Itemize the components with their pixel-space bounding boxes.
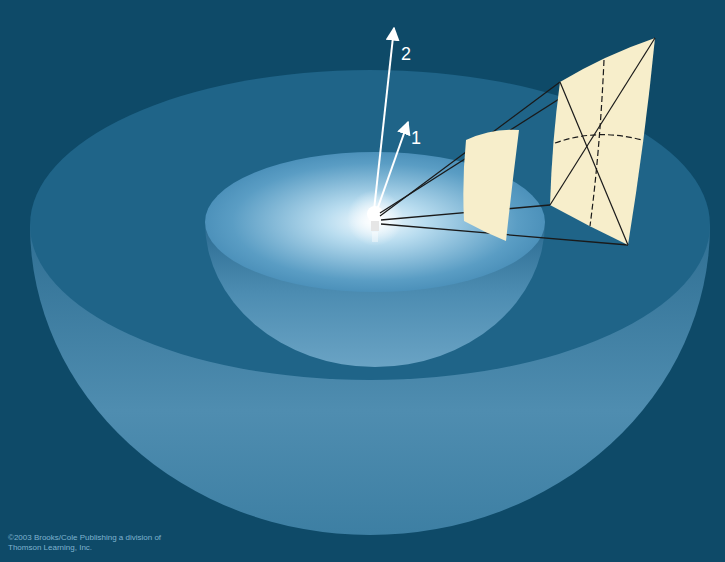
bulb-base [371, 221, 379, 231]
bulb-reflection [372, 232, 378, 242]
ray-lines [380, 38, 655, 245]
copyright-notice: ©2003 Brooks/Cole Publishing a division … [6, 532, 188, 554]
callout-number: 2 [401, 44, 411, 64]
patch-grid [555, 60, 642, 226]
callout-number: 1 [411, 128, 421, 148]
large-area-patch [550, 38, 655, 245]
radius-arrow [374, 28, 394, 210]
patch-diagonals [550, 38, 655, 245]
small-area-patch [463, 130, 519, 241]
